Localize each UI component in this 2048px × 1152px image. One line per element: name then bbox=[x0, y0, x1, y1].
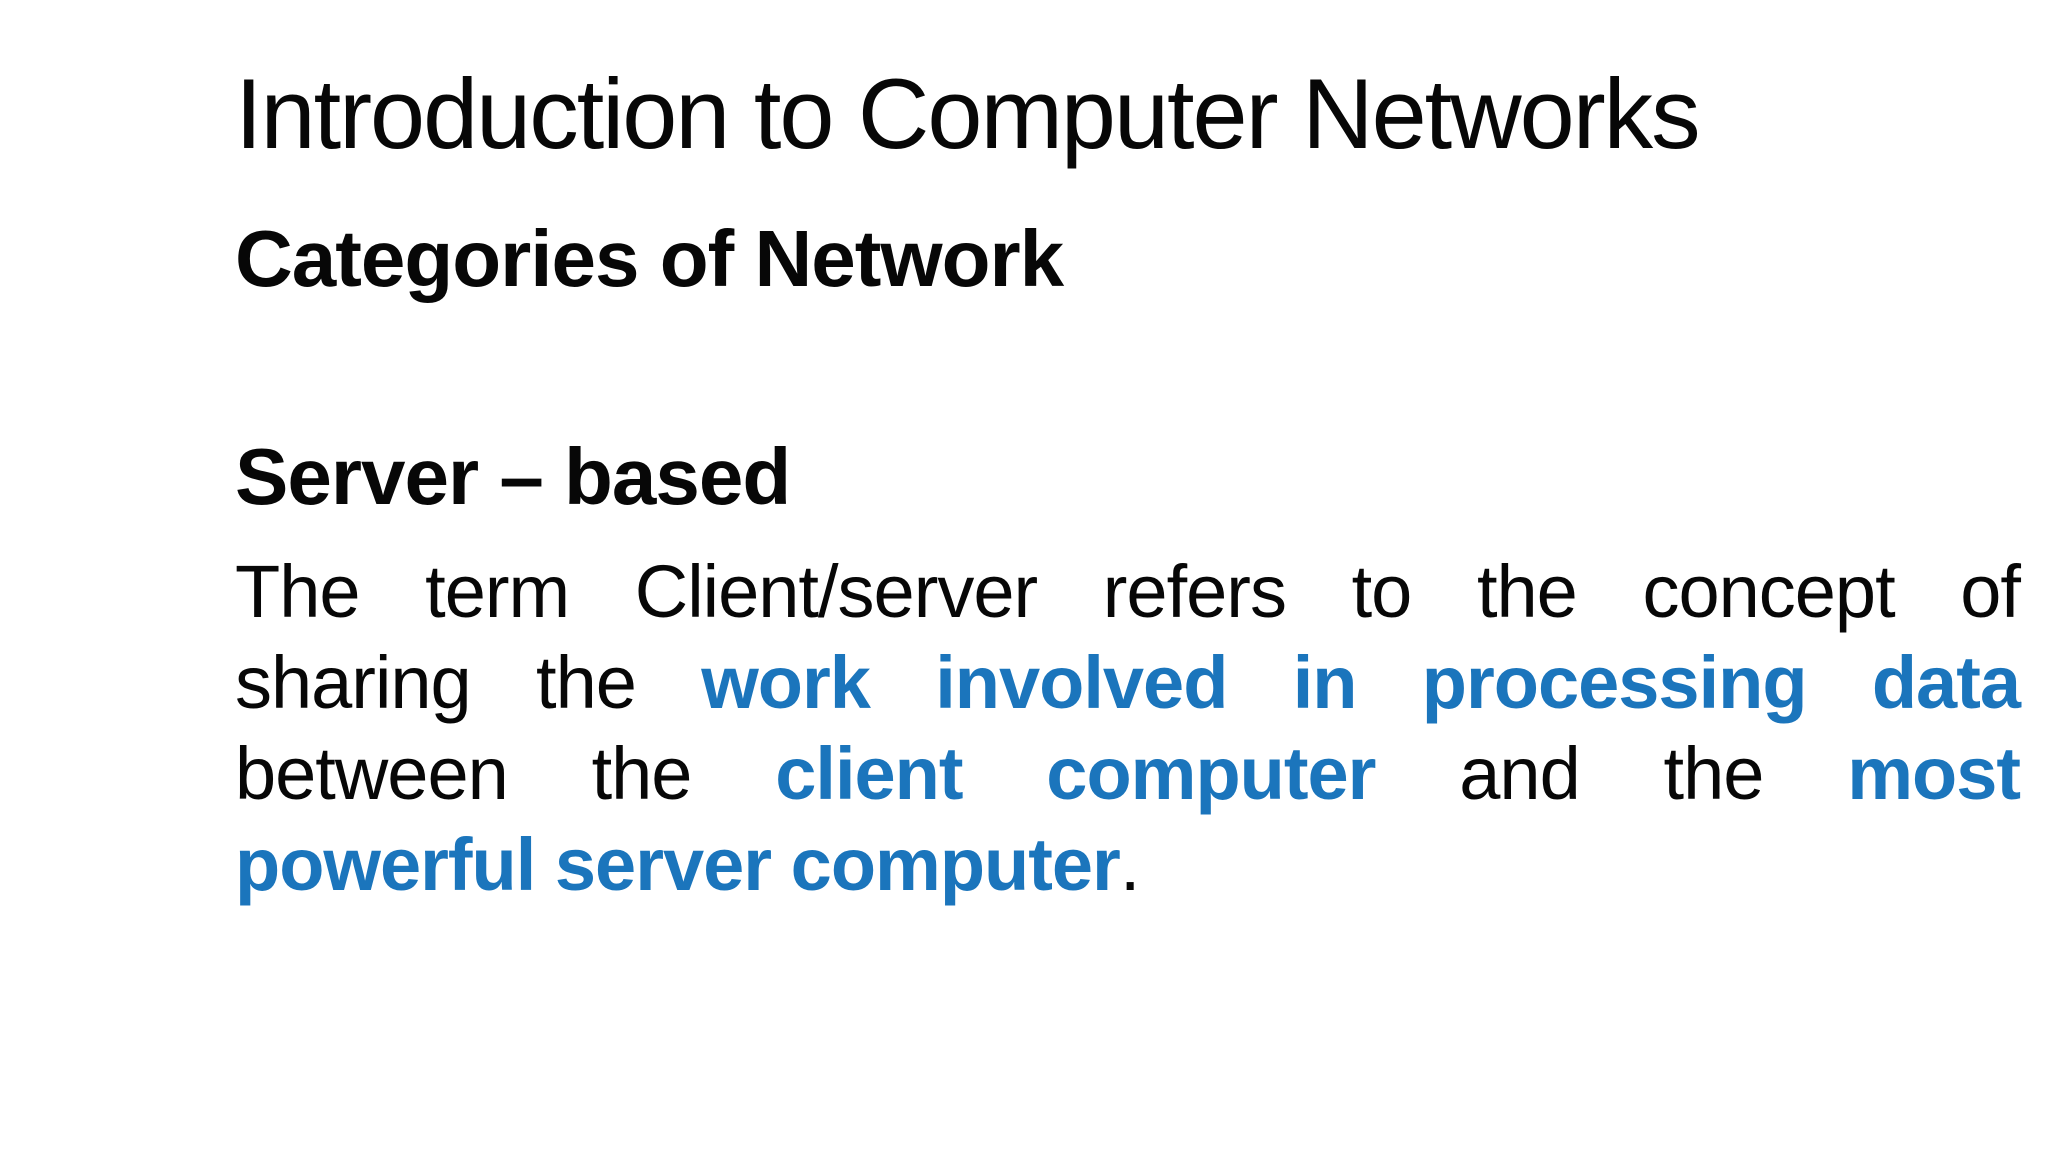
slide-title: Introduction to Computer Networks bbox=[235, 58, 1701, 169]
emphasis-text-segment: client computer bbox=[775, 732, 1376, 815]
body-text-segment: . bbox=[1119, 823, 1141, 906]
emphasis-text-segment: powerful server computer bbox=[235, 823, 1121, 906]
emphasis-text-segment: most bbox=[1847, 732, 2021, 815]
body-text-segment: between the bbox=[235, 732, 776, 815]
section-heading: Categories of Network bbox=[235, 214, 1064, 303]
paragraph-line: between the client computer and the most bbox=[235, 728, 2021, 819]
paragraph-line: sharing the work involved in processing … bbox=[235, 637, 2021, 728]
paragraph-line: powerful server computer. bbox=[235, 819, 2020, 910]
paragraph-line: The term Client/server refers to the con… bbox=[235, 546, 2021, 637]
body-text-segment: The term Client/server refers to the con… bbox=[235, 550, 2021, 633]
emphasis-text-segment: work involved in processing data bbox=[701, 641, 2021, 724]
body-paragraph: The term Client/server refers to the con… bbox=[235, 546, 2021, 910]
topic-heading: Server – based bbox=[235, 432, 791, 521]
body-text-segment: sharing the bbox=[235, 641, 702, 724]
body-text-segment: and the bbox=[1375, 732, 1848, 815]
